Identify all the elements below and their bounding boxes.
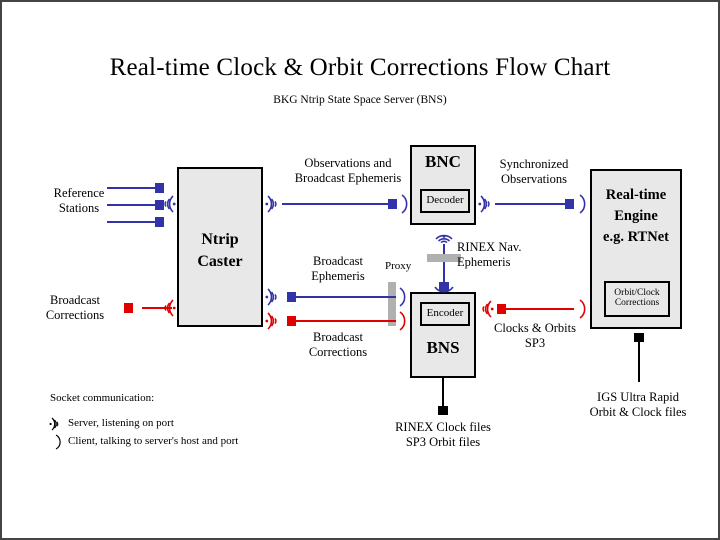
label-clocks-orbits-line1: Clocks & Orbits (494, 321, 576, 335)
edge-reference-station-3 (107, 221, 155, 223)
legend-heading: Socket communication: (50, 392, 155, 404)
label-broadcast-corrections-left-line1: Broadcast (50, 293, 100, 307)
label-rinex-nav-line2: Ephemeris (457, 254, 511, 269)
arrowhead-rinex-clock-files (438, 406, 448, 415)
label-broadcast-corrections-mid: Broadcast Corrections (292, 330, 384, 360)
edge-clocks-orbits (506, 308, 574, 310)
node-bnc[interactable]: BNC Decoder (410, 145, 476, 225)
arrowhead-broadcast-corrections-left (124, 303, 133, 313)
arrowhead-observations (388, 199, 397, 209)
socket-server-icon-caster-beph (265, 285, 281, 309)
label-reference-stations-line1: Reference (53, 186, 105, 200)
socket-server-icon-caster-out (160, 296, 176, 320)
edge-reference-station-1 (107, 187, 155, 189)
arrowhead-clocks-orbits (497, 304, 506, 314)
node-engine-inner-label-1: Orbit/Clock (614, 288, 660, 299)
label-broadcast-ephemeris: Broadcast Ephemeris (292, 254, 384, 284)
label-synchronized-line2: Observations (501, 171, 567, 186)
arrowhead-broadcast-corrections-mid (287, 316, 296, 326)
arrowhead-rinex-nav-ephemeris (439, 282, 449, 291)
label-rinex-clock-files-line2: SP3 Orbit files (405, 434, 481, 449)
node-bns-encoder-label: Encoder (426, 307, 464, 320)
label-observations-broadcast-ephemeris: Observations and Broadcast Ephemeris (274, 156, 422, 186)
socket-server-icon-bns-clocks-in (478, 297, 494, 321)
edge-reference-station-2 (107, 204, 155, 206)
page-subtitle: BKG Ntrip State Space Server (BNS) (273, 94, 447, 106)
arrowhead-synchronized-observations (565, 199, 574, 209)
socket-client-icon-engine-clocks-out (578, 298, 588, 320)
label-clocks-orbits: Clocks & Orbits SP3 (480, 321, 590, 351)
edge-observations (282, 203, 390, 205)
edge-broadcast-ephemeris (296, 296, 396, 298)
legend-client-label: Client, talking to server's host and por… (68, 435, 239, 447)
arrowhead-igs-ultra-rapid (634, 333, 644, 342)
label-synchronized-observations: Synchronized Observations (482, 157, 586, 187)
node-ntrip-caster-label-2: Caster (197, 253, 243, 270)
node-engine-orbit-clock-corrections[interactable]: Orbit/Clock Corrections (604, 281, 670, 317)
socket-client-icon-bns-bcorr-out (398, 310, 408, 332)
label-broadcast-corrections-mid-line2: Corrections (308, 344, 368, 359)
label-observations-line2: Broadcast Ephemeris (294, 170, 402, 185)
socket-server-icon-bnc-out (478, 192, 494, 216)
label-proxy: Proxy (385, 260, 412, 272)
node-real-time-engine[interactable]: Real-time Engine e.g. RTNet Orbit/Clock … (590, 169, 682, 329)
proxy-bar-vertical-path (427, 254, 461, 262)
socket-client-icon-bns-beph-out (398, 286, 408, 308)
node-bnc-label: BNC (425, 152, 461, 171)
socket-server-icon-caster-bcorr (265, 309, 281, 333)
label-reference-stations-line2: Stations (58, 200, 100, 215)
arrowhead-broadcast-ephemeris (287, 292, 296, 302)
legend-client-icon (54, 434, 64, 450)
label-broadcast-ephemeris-line2: Ephemeris (311, 268, 365, 283)
label-broadcast-corrections-left: Broadcast Corrections (20, 293, 130, 323)
label-broadcast-ephemeris-line1: Broadcast (313, 254, 363, 268)
socket-server-icon-rinex-nav (433, 228, 455, 244)
edge-rinex-clock-files (442, 378, 444, 410)
legend-server-icon (48, 416, 64, 432)
proxy-bar-horizontal-path (388, 282, 396, 326)
node-bns-encoder[interactable]: Encoder (420, 302, 470, 326)
node-engine-label-1: Real-time (605, 187, 667, 203)
node-bns-label: BNS (426, 338, 460, 357)
label-rinex-nav-ephemeris: RINEX Nav. Ephemeris (457, 240, 549, 270)
node-bns[interactable]: Encoder BNS (410, 292, 476, 378)
label-broadcast-corrections-mid-line1: Broadcast (313, 330, 363, 344)
label-reference-stations: Reference Stations (24, 186, 134, 216)
arrowhead-reference-station-2 (155, 200, 164, 210)
page-title: Real-time Clock & Orbit Corrections Flow… (109, 54, 611, 81)
edge-broadcast-corrections-mid (296, 320, 396, 322)
label-clocks-orbits-line2: SP3 (524, 335, 546, 350)
socket-server-icon-caster-obs (265, 192, 281, 216)
legend-server-label: Server, listening on port (68, 417, 174, 429)
node-ntrip-caster-label-1: Ntrip (201, 231, 239, 248)
socket-client-icon-engine-in (578, 193, 588, 215)
label-synchronized-line1: Synchronized (499, 157, 569, 171)
node-engine-inner-label-2: Corrections (614, 298, 660, 308)
node-ntrip-caster[interactable]: Ntrip Caster (177, 167, 263, 327)
edge-rinex-nav-ephemeris (443, 244, 445, 288)
node-bnc-decoder-label: Decoder (426, 194, 464, 207)
arrowhead-reference-station-1 (155, 183, 164, 193)
label-observations-line1: Observations and (304, 156, 392, 170)
label-igs-line2: Orbit & Clock files (589, 404, 687, 419)
label-rinex-nav-line1: RINEX Nav. (457, 240, 522, 254)
socket-client-icon-bns-nav-in (434, 286, 454, 296)
node-engine-label-3: e.g. RTNet (603, 229, 669, 245)
label-rinex-clock-files: RINEX Clock files SP3 Orbit files (372, 420, 514, 450)
node-engine-label-2: Engine (614, 208, 658, 224)
edge-broadcast-corrections-left (142, 307, 172, 309)
socket-client-icon-bnc-in (400, 193, 410, 215)
socket-server-icon-caster-in (160, 192, 176, 216)
arrowhead-reference-station-3 (155, 217, 164, 227)
label-igs-ultra-rapid: IGS Ultra Rapid Orbit & Clock files (572, 390, 704, 420)
node-bnc-decoder[interactable]: Decoder (420, 189, 470, 213)
label-broadcast-corrections-left-line2: Corrections (45, 307, 105, 322)
label-rinex-clock-files-line1: RINEX Clock files (395, 420, 491, 434)
edge-synchronized-observations (495, 203, 567, 205)
label-igs-line1: IGS Ultra Rapid (597, 390, 679, 404)
edge-igs-ultra-rapid (638, 342, 640, 382)
